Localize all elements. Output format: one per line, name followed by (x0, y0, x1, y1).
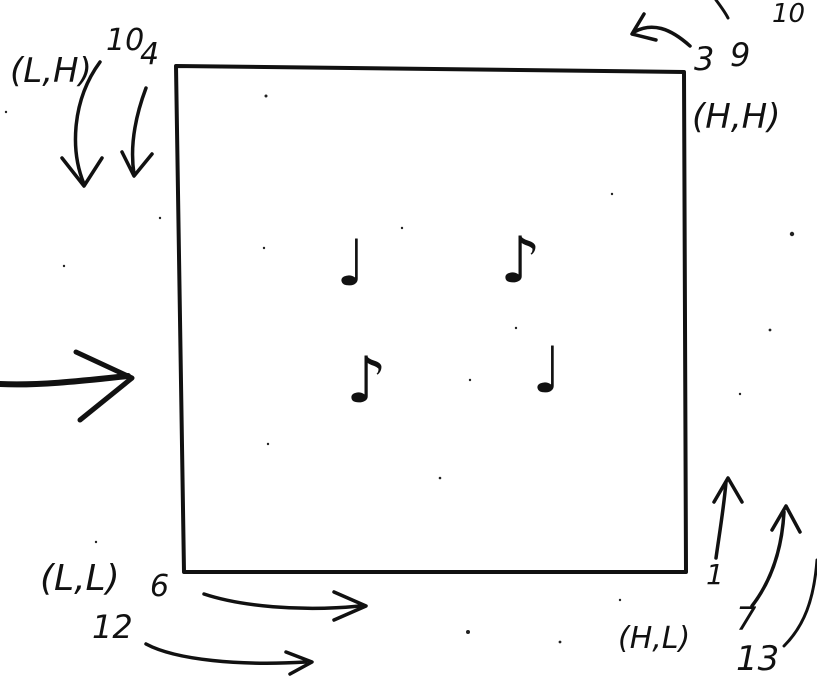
arrowhead-top-right (630, 12, 658, 42)
corner-number-bottom-right-3: 13 (736, 639, 779, 676)
arrowhead-bottom-left-2 (284, 650, 314, 676)
note-top-right: ♪ (500, 224, 541, 298)
corner-number-bottom-right-2: 7 (736, 600, 757, 638)
corner-number-top-left-2: 4 (140, 37, 159, 72)
curve-top-right-edge (714, 0, 730, 20)
note-top-left: ♩ (336, 227, 366, 301)
curved-arrow-bottom-left-2 (144, 642, 308, 665)
curved-arrow-bottom-right-1 (714, 480, 728, 560)
paper-speckles (4, 94, 795, 644)
note-bottom-left: ♪ (346, 344, 387, 418)
arrowhead-bottom-right-2 (770, 504, 802, 534)
curved-arrow-top-left-2 (130, 86, 148, 176)
arrowhead-bottom-left-1 (332, 590, 368, 622)
curve-bottom-right-edge (782, 558, 817, 648)
corner-label-top-right: (H,H) (692, 97, 780, 137)
arrowhead-top-left-1 (60, 156, 104, 188)
curved-arrow-bottom-right-2 (750, 510, 786, 608)
main-square (174, 64, 688, 574)
left-entry-arrowhead (73, 349, 135, 423)
corner-number-top-left-1: 10 (106, 23, 144, 58)
arrowhead-top-left-2 (120, 150, 154, 178)
corner-label-bottom-left: (L,L) (40, 558, 120, 599)
corner-label-top-left: (L,H) (10, 51, 92, 91)
corner-number-bottom-left-1: 6 (150, 569, 169, 604)
corner-label-bottom-right: (H,L) (618, 621, 690, 656)
left-entry-arrow-shaft (0, 373, 131, 388)
corner-number-top-right-1: 3 (694, 40, 714, 78)
curved-arrow-bottom-left-1 (202, 592, 362, 611)
curved-arrow-top-left-1 (73, 60, 102, 186)
corner-number-top-right-2: 9 (730, 36, 750, 74)
corner-number-top-right-3: 10 (772, 0, 805, 29)
arrowhead-bottom-right-1 (712, 476, 744, 504)
corner-number-bottom-right-1: 1 (706, 558, 724, 591)
corner-number-bottom-left-2: 12 (92, 608, 133, 646)
curved-arrow-top-right (632, 25, 692, 48)
note-bottom-right: ♩ (532, 334, 562, 408)
